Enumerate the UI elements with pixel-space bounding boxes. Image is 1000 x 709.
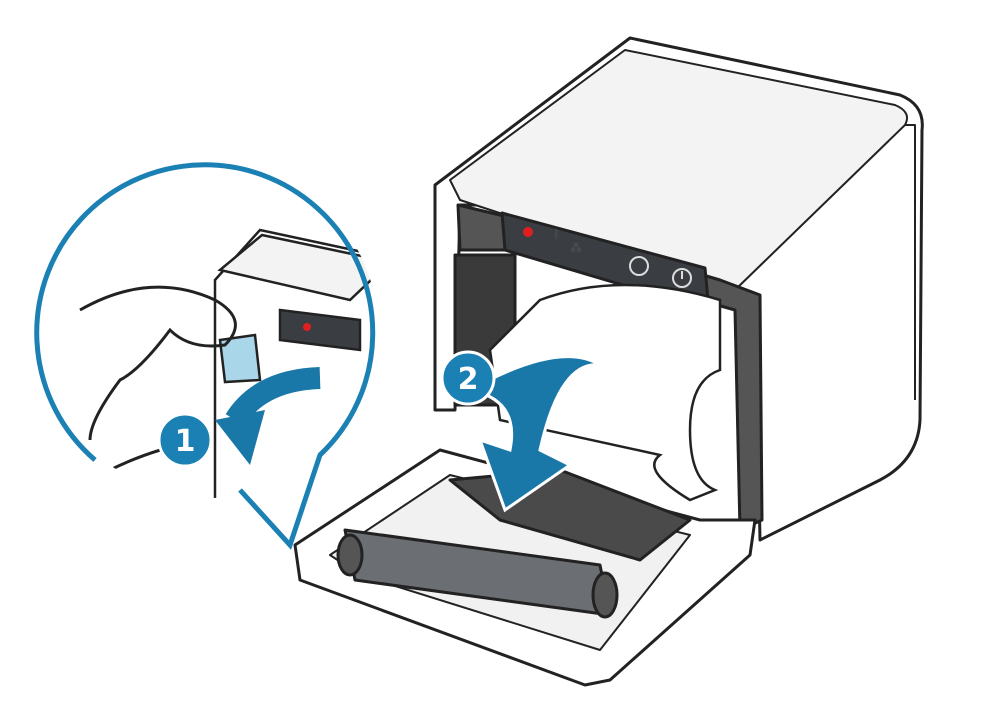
step-2-number: 2 — [458, 362, 479, 397]
feed-icon — [629, 256, 649, 276]
control-panel-icons: ᛒ ⁂ — [523, 227, 692, 288]
power-icon — [672, 268, 692, 288]
error-led-icon — [523, 227, 533, 237]
network-icon: ⁂ — [570, 241, 582, 255]
step-2-badge: 2 — [440, 350, 496, 406]
step-1-number: 1 — [175, 424, 196, 459]
detail-callout: 1 — [34, 162, 378, 550]
step-1-badge — [157, 412, 213, 468]
bluetooth-icon: ᛒ — [553, 227, 560, 241]
cover-lever — [218, 333, 262, 384]
paper-roll — [488, 283, 722, 502]
open-cover-arrow — [465, 355, 601, 513]
